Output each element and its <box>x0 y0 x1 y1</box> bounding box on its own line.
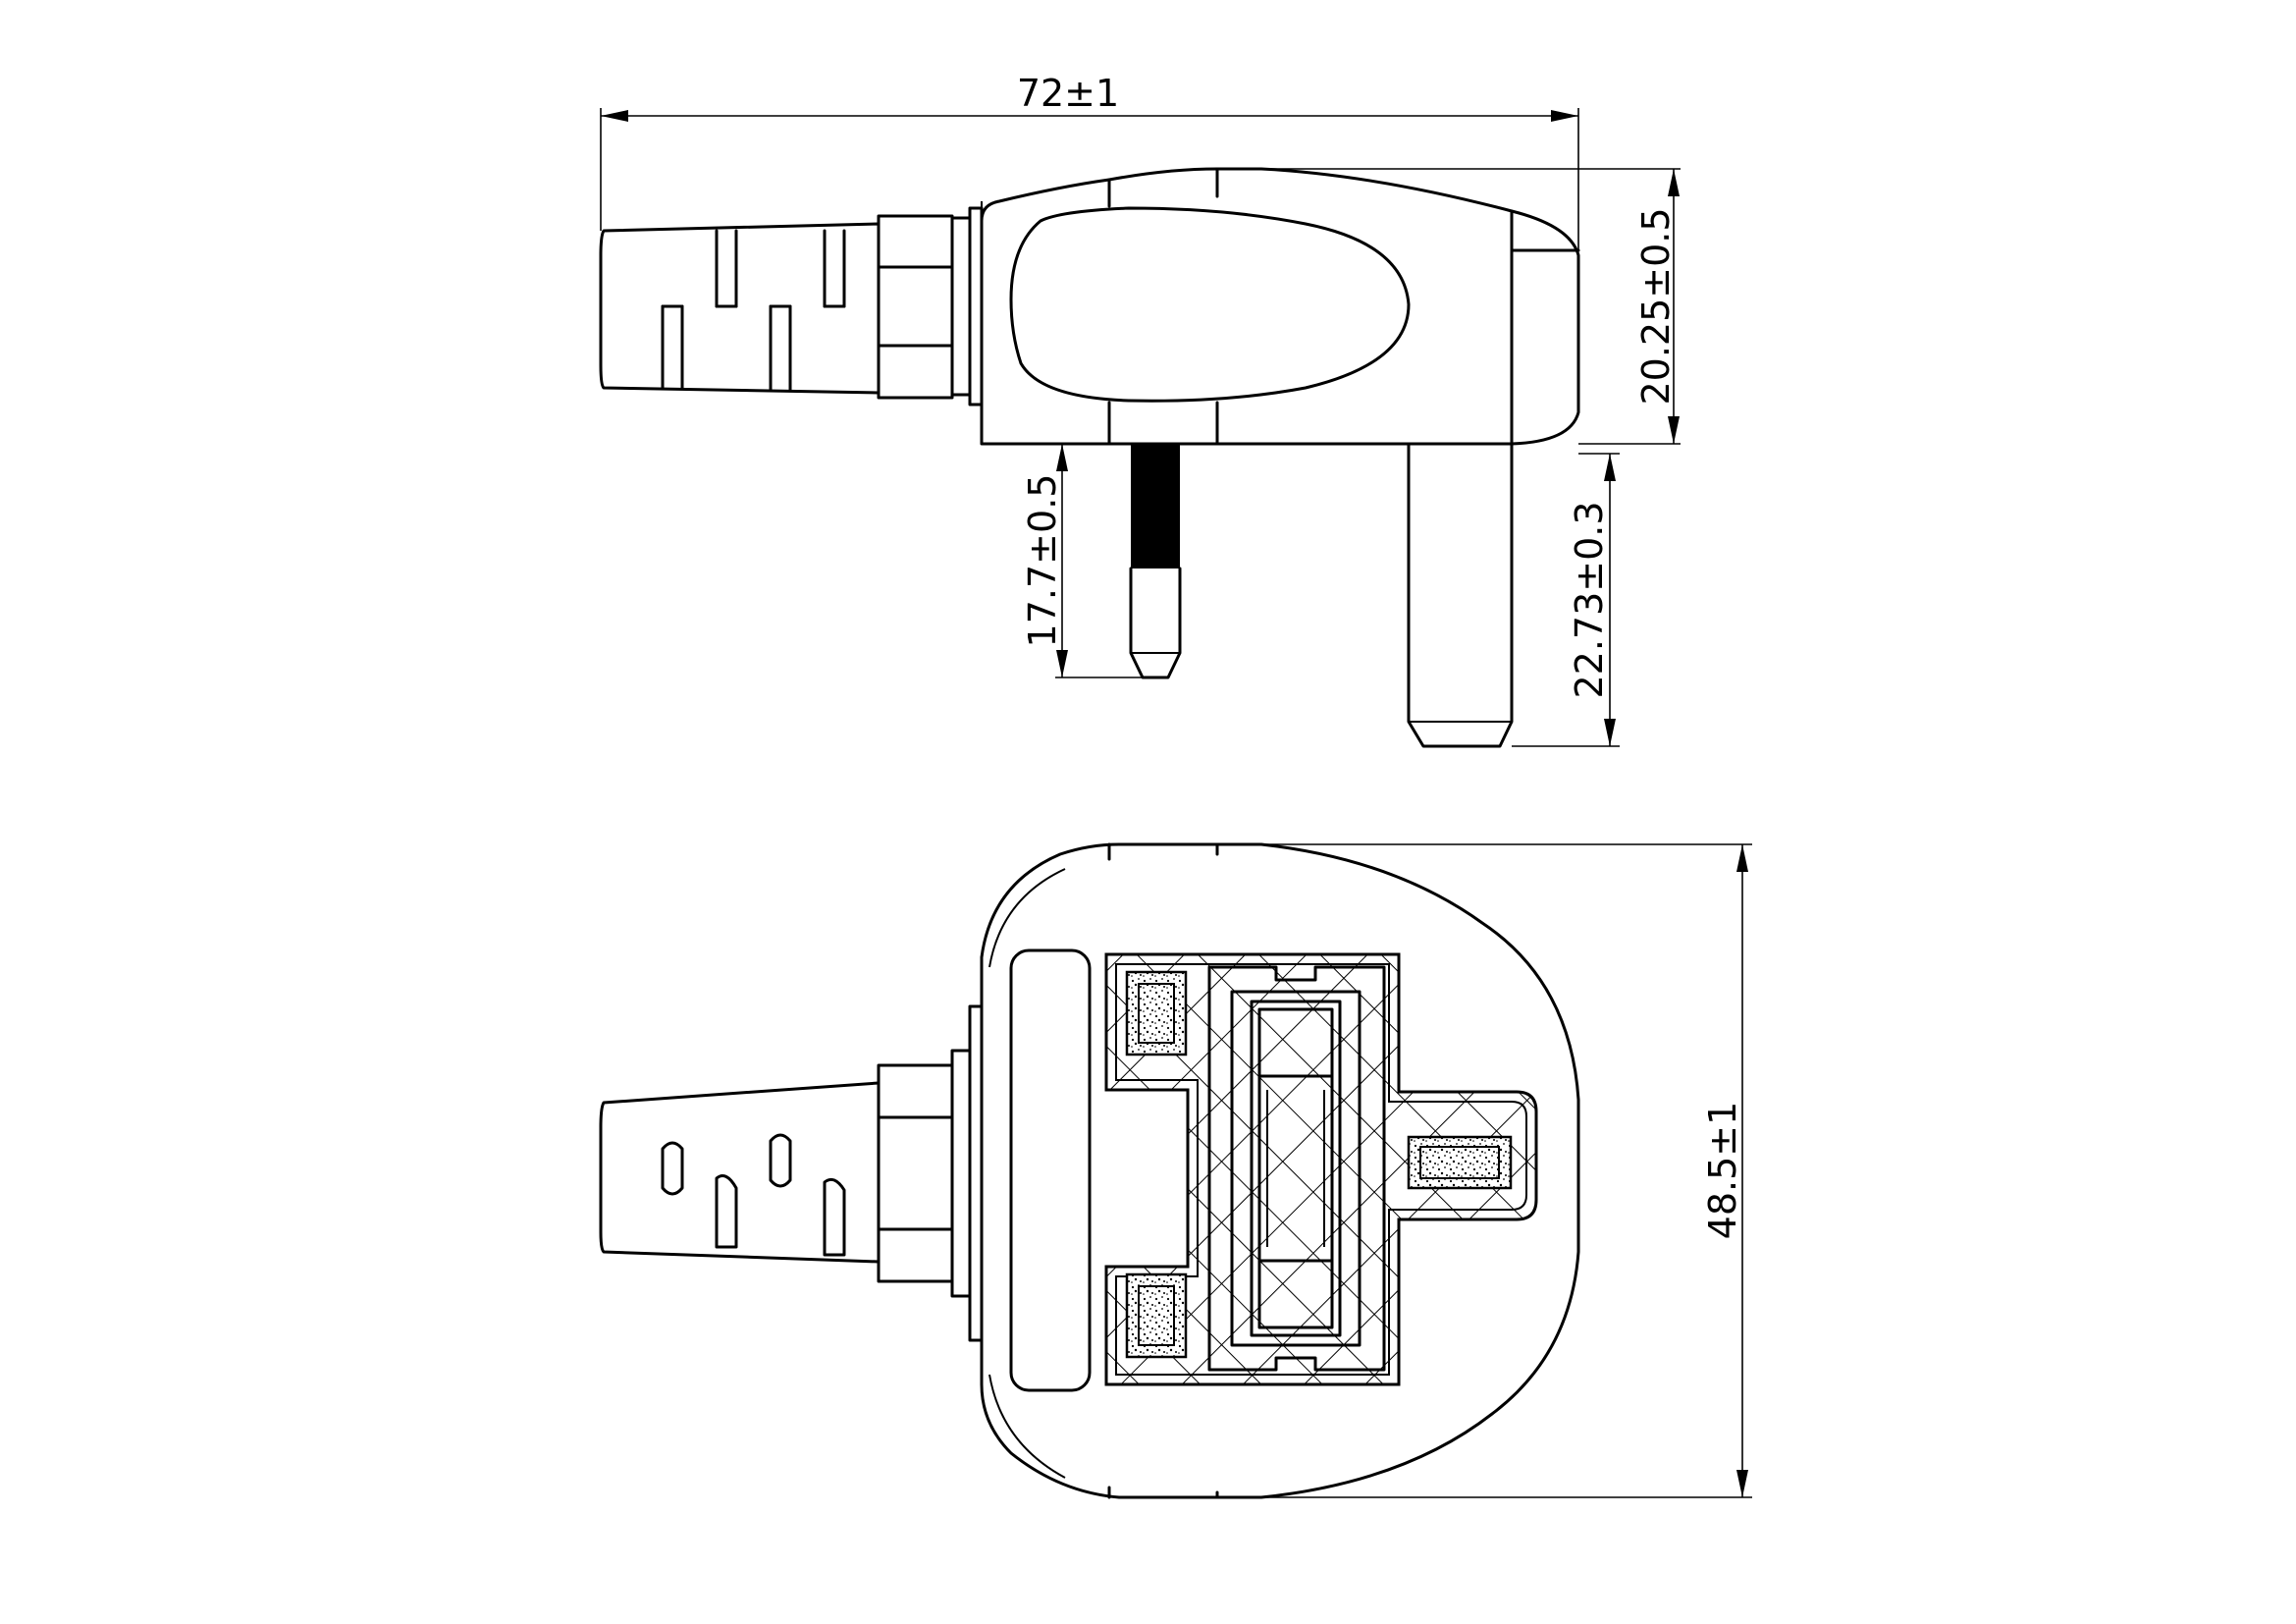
overall-length-label: 72±1 <box>1017 72 1119 115</box>
live-pin-length-label: 22.73±0.3 <box>1568 501 1611 698</box>
body-height-label: 20.25±0.5 <box>1634 207 1678 405</box>
dimension-face-width: 48.5±1 <box>1261 843 1752 1498</box>
face-width-label: 48.5±1 <box>1701 1102 1744 1240</box>
earth-pin <box>1129 444 1182 679</box>
collar <box>877 214 954 400</box>
dimension-overall-length: 72±1 <box>600 72 1579 250</box>
cable-boot-face <box>599 1081 881 1264</box>
terminal-right <box>1407 1135 1513 1190</box>
dimension-body-height: 20.25±0.5 <box>1207 168 1681 445</box>
face-view <box>599 842 1580 1499</box>
cable-boot <box>599 222 881 395</box>
dimension-earth-pin: 17.7±0.5 <box>1021 443 1156 678</box>
earth-pin-length-label: 17.7±0.5 <box>1021 474 1064 648</box>
grip-panel <box>1009 948 1092 1392</box>
side-view <box>599 167 1580 748</box>
pin-housing <box>1104 952 1538 1386</box>
dimension-live-pin: 22.73±0.3 <box>1512 453 1620 747</box>
terminal-bottom <box>1125 1272 1188 1359</box>
plug-body-side <box>980 167 1580 446</box>
terminal-top <box>1125 970 1188 1056</box>
fuse-holder <box>1207 965 1386 1372</box>
grip-oval <box>1009 206 1411 403</box>
plug-face-outline <box>980 842 1580 1499</box>
live-pin <box>1407 442 1514 748</box>
